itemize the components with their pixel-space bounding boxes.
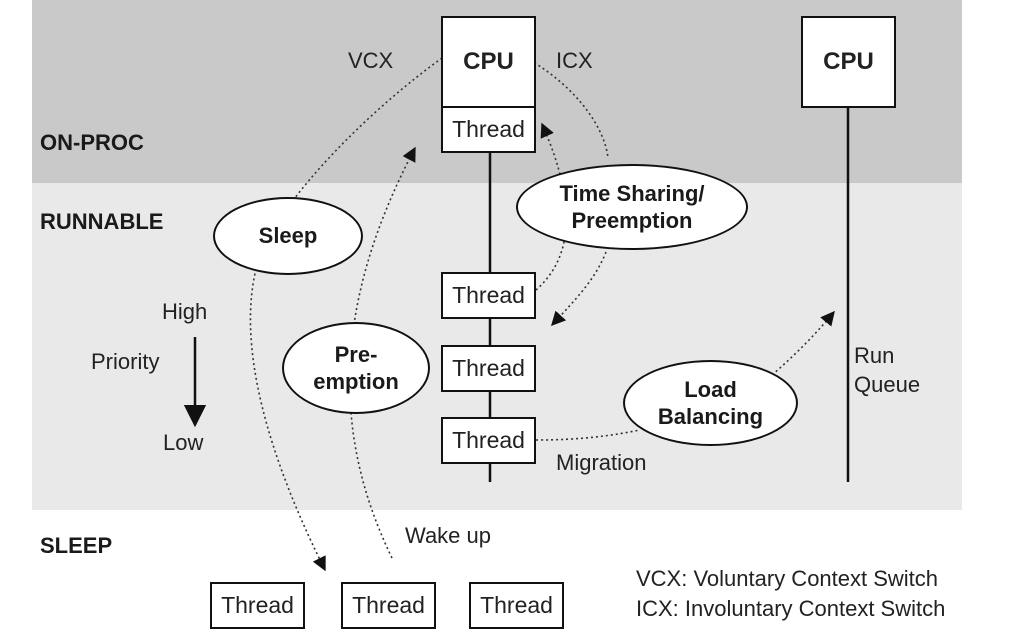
migration-label: Migration	[556, 450, 647, 475]
thread-running: Thread	[441, 106, 536, 153]
icx-arrow	[529, 59, 609, 159]
state-label-on-proc: ON-PROC	[40, 130, 144, 155]
vcx-arrow	[249, 57, 443, 572]
sleep-label: Sleep	[258, 223, 318, 249]
load-balancing-label-line1: Load	[684, 376, 737, 402]
thread-sleeping-2: Thread	[341, 582, 436, 629]
legend-vcx: VCX: Voluntary Context Switch	[636, 566, 939, 591]
time-sharing-label-line2: Preemption	[571, 208, 693, 233]
sleep-ellipse: Sleep	[213, 197, 363, 275]
load-balancing-arrow	[771, 310, 835, 376]
thread-runnable-2: Thread	[441, 345, 536, 392]
cpu-box-2: CPU	[801, 16, 896, 108]
priority-low-label: Low	[163, 430, 204, 455]
load-balancing-ellipse: Load Balancing	[623, 360, 798, 446]
priority-label: Priority	[91, 349, 160, 374]
vcx-label: VCX	[348, 48, 394, 73]
thread-runnable-1: Thread	[441, 272, 536, 319]
run-queue-label-line1: Run	[854, 343, 895, 368]
state-label-sleep: SLEEP	[40, 533, 113, 558]
thread-runnable-3: Thread	[441, 417, 536, 464]
thread-sleeping-1: Thread	[210, 582, 305, 629]
run-queue-label-line2: Queue	[854, 372, 921, 397]
cpu-box-1: CPU	[441, 16, 536, 108]
time-sharing-label-line1: Time Sharing/	[559, 180, 705, 206]
priority-high-label: High	[162, 299, 208, 324]
thread-sleeping-3: Thread	[469, 582, 564, 629]
time-sharing-ellipse: Time Sharing/ Preemption	[516, 164, 748, 250]
icx-label: ICX	[556, 48, 593, 73]
state-label-runnable: RUNNABLE	[40, 209, 164, 234]
wake-up-label: Wake up	[405, 523, 492, 548]
time-sharing-down-arrow	[551, 251, 607, 327]
preemption-label-line1: Pre-	[334, 341, 378, 367]
preemption-label-line2: emption	[313, 369, 399, 394]
legend-icx: ICX: Involuntary Context Switch	[636, 596, 946, 621]
wakeup-arrow	[348, 146, 416, 559]
migration-line	[535, 429, 641, 441]
load-balancing-label-line2: Balancing	[657, 404, 764, 429]
preemption-ellipse: Pre- emption	[282, 322, 430, 414]
